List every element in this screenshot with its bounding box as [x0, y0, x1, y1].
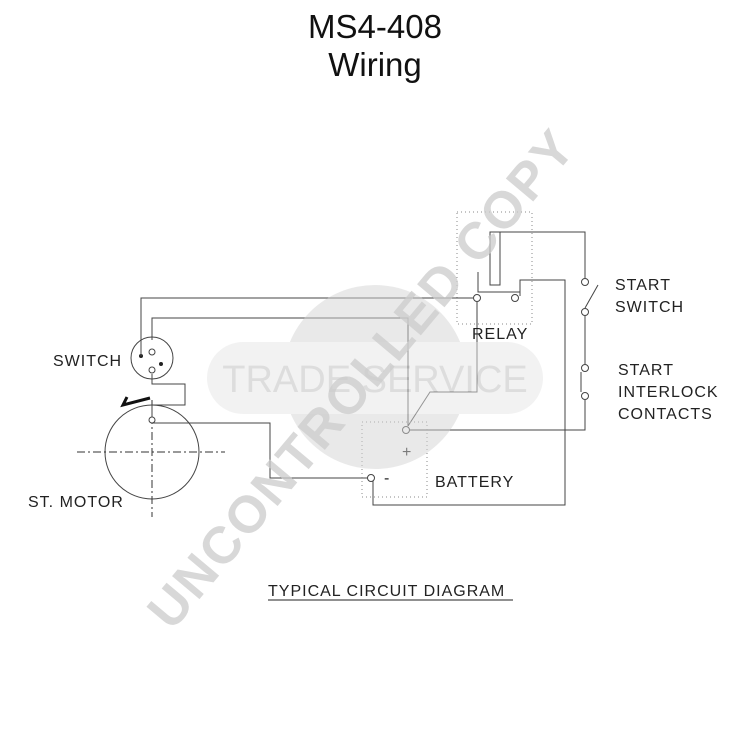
wire-switch-to-motor — [151, 374, 186, 417]
battery-terminal-neg — [367, 474, 375, 482]
label-start-switch-1: START — [615, 277, 671, 294]
switch-terminal-bottom — [148, 366, 156, 374]
watermark-stamp: TRADE SERVICE — [207, 285, 543, 469]
watermark-stamp-text: TRADE SERVICE — [222, 359, 527, 401]
title-subtitle: Wiring — [328, 46, 422, 83]
wire-interlock-to-battery — [408, 400, 586, 431]
label-switch: SWITCH — [53, 353, 122, 370]
switch-dot-right — [159, 362, 163, 366]
wire-motor-to-battery — [152, 422, 368, 479]
relay-coil — [489, 231, 501, 286]
label-interlock-2: INTERLOCK — [618, 384, 719, 401]
start-switch-blade — [584, 284, 599, 309]
interlock-top — [581, 364, 589, 372]
label-battery: BATTERY — [435, 474, 514, 491]
label-interlock-1: START — [618, 362, 674, 379]
label-relay: RELAY — [472, 326, 528, 343]
relay-terminal-left — [473, 294, 481, 302]
st-motor-lever — [120, 396, 151, 408]
start-switch-bottom — [581, 308, 589, 316]
label-start-switch-2: SWITCH — [615, 299, 684, 316]
caption: TYPICAL CIRCUIT DIAGRAM — [268, 583, 505, 600]
switch-terminal-top — [148, 348, 156, 356]
title-model: MS4-408 — [308, 8, 442, 45]
wire-relay-loop — [372, 279, 566, 506]
label-minus: - — [384, 470, 390, 487]
label-st-motor: ST. MOTOR — [28, 494, 124, 511]
label-interlock-3: CONTACTS — [618, 406, 713, 423]
st-motor-terminal — [148, 416, 156, 424]
title-block: MS4-408 Wiring — [0, 8, 750, 84]
wire-relay-to-start — [500, 231, 586, 278]
relay-terminal-right — [511, 294, 519, 302]
start-switch-top — [581, 278, 589, 286]
interlock-bottom — [581, 392, 589, 400]
relay-box — [456, 211, 533, 325]
